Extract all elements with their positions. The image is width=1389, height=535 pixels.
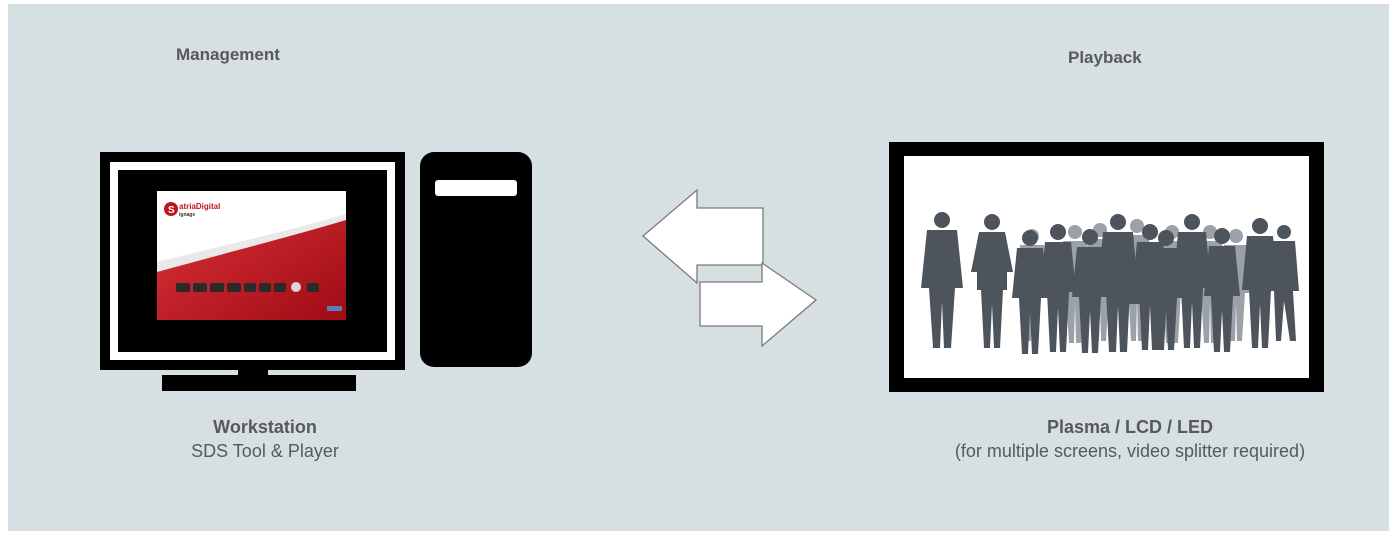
pc-tower-icon: [420, 152, 532, 367]
workstation-title: Workstation: [135, 415, 395, 439]
display-caption: Plasma / LCD / LED (for multiple screens…: [940, 415, 1320, 463]
monitor-screen: S atriaDigital ignage: [157, 191, 346, 320]
desktop-computer-icon: S atriaDigital ignage: [100, 152, 405, 391]
left-arrow-icon: [643, 190, 763, 283]
logo-letter: S: [168, 205, 175, 216]
logo-sub-text: ignage: [179, 212, 195, 218]
display-title: Plasma / LCD / LED: [940, 415, 1320, 439]
right-arrow-icon: [700, 263, 816, 346]
app-icon-row: [176, 282, 319, 292]
logo-main-text: atriaDigital: [179, 202, 220, 211]
workstation-caption: Workstation SDS Tool & Player: [135, 415, 395, 463]
workstation-subtitle: SDS Tool & Player: [191, 441, 339, 461]
display-subtitle: (for multiple screens, video splitter re…: [955, 441, 1305, 461]
bidirectional-arrows-icon: [643, 190, 816, 346]
